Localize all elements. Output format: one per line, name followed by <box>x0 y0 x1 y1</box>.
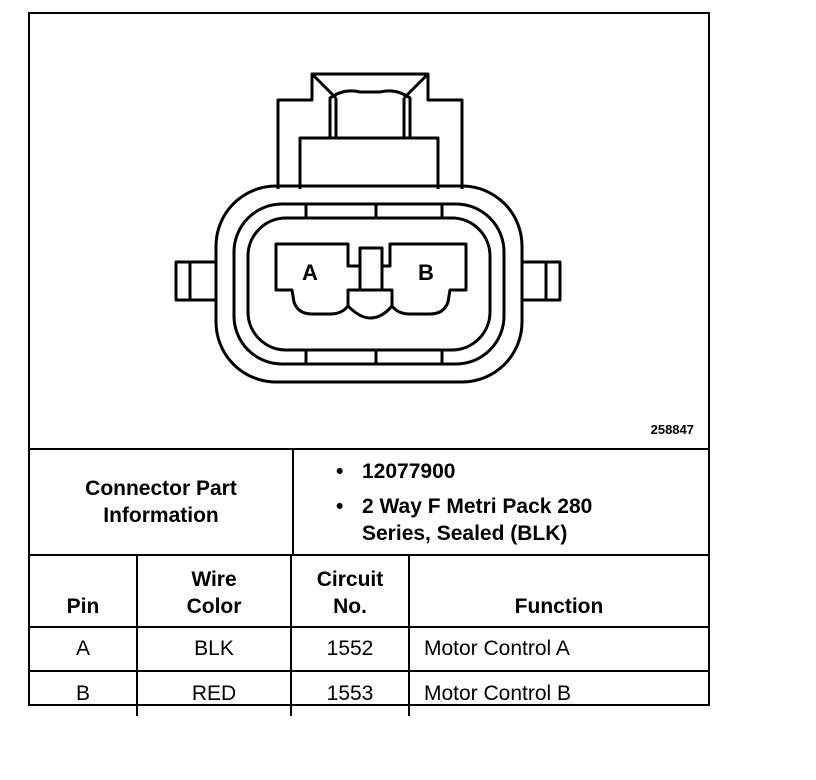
cell-pin: B <box>30 672 138 716</box>
cell-circuit-no: 1553 <box>292 672 410 716</box>
connector-part-number: 12077900 <box>362 460 456 483</box>
table-header-row: Pin Wire Color Circuit No. Function <box>30 556 708 628</box>
connector-diagram: A B 258847 <box>30 14 708 450</box>
center-key <box>358 246 384 292</box>
cavity-label-a: A <box>302 260 318 285</box>
cell-wire-color: RED <box>138 672 292 716</box>
connector-info-item: • 2 Way F Metri Pack 280 Series, Sealed … <box>336 493 662 547</box>
connector-body-outer <box>214 184 524 384</box>
cell-function: Motor Control A <box>424 637 570 660</box>
header-circuit-no-text: Circuit No. <box>316 568 384 618</box>
latch-window <box>328 89 412 138</box>
bullet: • <box>336 495 344 518</box>
latch-chamfer <box>310 72 430 100</box>
latch-outer <box>276 72 464 189</box>
connector-info-list: • 12077900 • 2 Way F Metri Pack 280 Seri… <box>336 458 662 555</box>
latch-ribs <box>334 98 406 138</box>
cell-function: Motor Control B <box>424 682 572 705</box>
right-ear <box>520 260 562 302</box>
connector-description: 2 Way F Metri Pack 280 Series, Sealed (B… <box>362 495 593 545</box>
connector-body-seal <box>232 202 506 366</box>
header-pin: Pin <box>30 556 138 626</box>
header-wire-color: Wire Color <box>138 556 292 626</box>
cavity-label-b: B <box>418 260 434 285</box>
connector-drawing: A B <box>174 72 562 384</box>
figure-number: 258847 <box>650 422 694 437</box>
left-ear <box>174 260 218 302</box>
latch-inner <box>298 136 440 189</box>
cell-circuit-no: 1552 <box>292 628 410 670</box>
table-row: B RED 1553 Motor Control B <box>30 672 708 716</box>
header-function: Function <box>514 595 604 618</box>
cell-pin: A <box>30 628 138 670</box>
connector-figure-frame: A B 258847 Connector Part Information • … <box>28 12 710 716</box>
connector-body-inner <box>246 216 492 352</box>
header-circuit-no: Circuit No. <box>292 556 410 626</box>
cavity-a-outline <box>274 242 362 316</box>
bullet: • <box>336 460 344 483</box>
table-row: A BLK 1552 Motor Control A <box>30 628 708 672</box>
center-bridge <box>346 304 394 320</box>
connector-info-item: • 12077900 <box>336 458 662 485</box>
connector-info-label: Connector Part Information <box>30 450 294 554</box>
connector-info-section: Connector Part Information • 12077900 • … <box>30 450 708 556</box>
top-ribs <box>304 204 444 218</box>
header-wire-color-text: Wire Color <box>186 568 242 618</box>
cell-wire-color: BLK <box>138 628 292 670</box>
pinout-table: Pin Wire Color Circuit No. Function A BL… <box>30 556 708 716</box>
bottom-ribs <box>304 350 444 364</box>
connector-info-label-text: Connector Part Information <box>85 477 237 527</box>
